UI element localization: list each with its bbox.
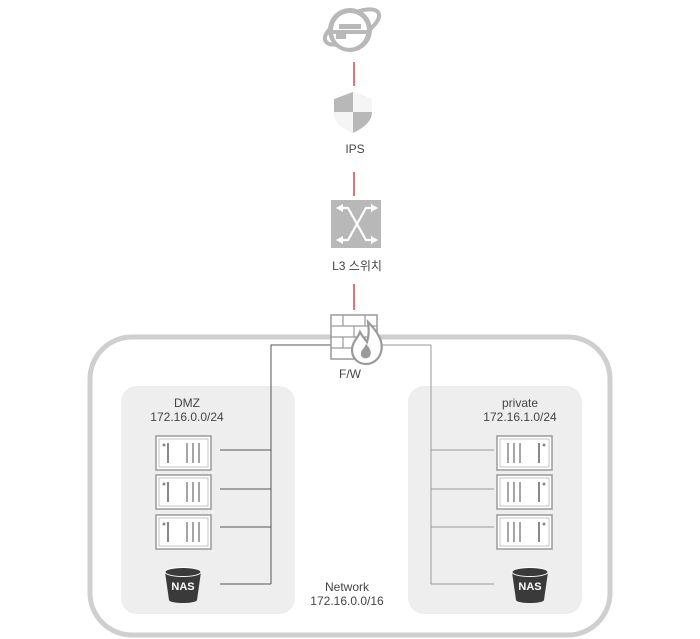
dmz-server	[155, 514, 212, 550]
network-title: Network	[325, 580, 370, 594]
private-cidr: 172.16.1.0/24	[483, 410, 557, 424]
private-nas-icon	[511, 567, 549, 603]
private-links	[380, 344, 494, 585]
firewall-icon	[330, 314, 383, 366]
private-server	[496, 474, 553, 510]
dmz-server	[155, 474, 212, 510]
switch-icon	[331, 200, 381, 248]
ips-label: IPS	[345, 142, 364, 156]
private-server	[496, 514, 553, 550]
network-cidr: 172.16.0.0/16	[310, 594, 384, 608]
dmz-links	[220, 344, 331, 585]
private-title: private	[502, 396, 538, 410]
dmz-server	[155, 435, 212, 471]
dmz-title: DMZ	[174, 396, 200, 410]
internet-icon	[322, 7, 382, 52]
shield-icon	[334, 92, 372, 133]
dmz-nas-icon	[164, 567, 202, 603]
switch-label: L3 스위치	[332, 259, 382, 273]
private-server	[496, 435, 553, 471]
private-nas-label: NAS	[518, 581, 541, 593]
dmz-nas-label: NAS	[171, 581, 194, 593]
dmz-cidr: 172.16.0.0/24	[150, 410, 224, 424]
firewall-label: F/W	[339, 367, 362, 381]
